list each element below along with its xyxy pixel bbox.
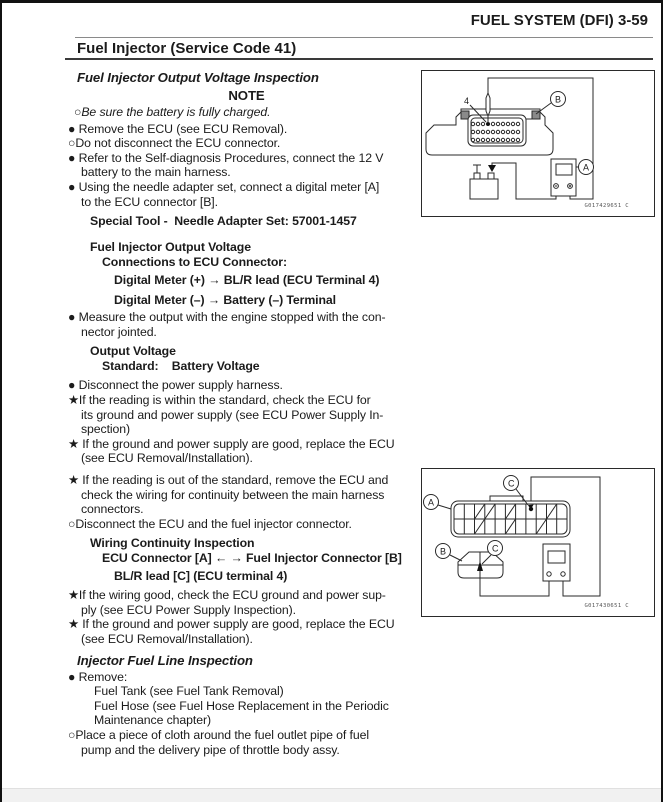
ecu-voltage-diagram: 4 B A G017429651 C bbox=[425, 77, 629, 209]
battery-terminal-pos bbox=[487, 172, 495, 180]
inspection1-title: Fuel Injector Output Voltage Inspection bbox=[77, 70, 319, 85]
label-b: B bbox=[555, 95, 561, 105]
meter-pos-terminal bbox=[567, 183, 573, 189]
spec-line: Digital Meter (–) → Battery (–) Terminal bbox=[114, 293, 336, 308]
connector-latch-left bbox=[460, 110, 470, 120]
spec-line: Fuel Injector Output Voltage bbox=[90, 240, 251, 255]
leader-arrowhead bbox=[528, 504, 534, 510]
meter-display bbox=[547, 550, 566, 564]
procedure-step: ★ If the ground and power supply are goo… bbox=[68, 617, 395, 647]
label-b: B bbox=[440, 547, 446, 557]
terminal-4-pin bbox=[486, 122, 490, 126]
continuity-diagram: A C B C G017430651 C bbox=[423, 475, 629, 609]
connector-latch-right bbox=[531, 110, 541, 120]
special-tool: Special Tool - Needle Adapter Set: 57001… bbox=[90, 214, 357, 229]
label-c-top-circle bbox=[503, 475, 519, 491]
spec-line: BL/R lead [C] (ECU terminal 4) bbox=[114, 569, 288, 584]
needle-adapter-probe bbox=[485, 91, 491, 118]
battery-terminal-neg bbox=[473, 172, 481, 180]
battery-clip bbox=[488, 165, 496, 172]
removal-items: Fuel Tank (see Fuel Tank Removal) Fuel H… bbox=[94, 684, 389, 728]
procedure-step: ○Place a piece of cloth around the fuel … bbox=[68, 728, 369, 757]
header-rule bbox=[75, 37, 653, 38]
plus-mark bbox=[568, 184, 572, 188]
label-c-bottom-leader bbox=[481, 554, 492, 565]
procedure-step: ● Remove the ECU (see ECU Removal). bbox=[68, 121, 288, 136]
spec-line: Standard: Battery Voltage bbox=[102, 359, 260, 374]
spec-line: Digital Meter (+) → BL/R lead (ECU Termi… bbox=[114, 273, 380, 288]
meter-right-wire bbox=[530, 476, 601, 597]
meter-left-wire bbox=[479, 571, 550, 597]
procedure-step: ★If the wiring good, check the ECU groun… bbox=[68, 588, 386, 617]
text-column: Fuel Injector Output Voltage Inspection … bbox=[68, 69, 446, 757]
note-heading: NOTE bbox=[228, 88, 265, 103]
spec-line: ECU Connector [A] ← → Fuel Injector Conn… bbox=[102, 551, 402, 566]
procedure-step: ★ If the ground and power supply are goo… bbox=[68, 436, 395, 466]
label-a: A bbox=[583, 163, 589, 173]
spec-line: Connections to ECU Connector: bbox=[102, 255, 287, 270]
procedure-step: ● Using the needle adapter set, connect … bbox=[68, 179, 380, 209]
figure-wiring-continuity: A C B C G017430651 C bbox=[421, 468, 655, 617]
meter-positive-wire bbox=[487, 77, 594, 200]
battery bbox=[469, 178, 499, 200]
label-a-circle bbox=[423, 494, 439, 510]
spec-line: Wiring Continuity Inspection bbox=[90, 536, 255, 551]
meter-right-terminal bbox=[560, 571, 566, 577]
battery-post bbox=[473, 164, 481, 173]
meter-negative-wire bbox=[491, 162, 557, 200]
label-a: A bbox=[428, 498, 434, 508]
figure1-code: G017429651 C bbox=[584, 203, 629, 209]
label-b-circle bbox=[550, 91, 566, 107]
meter-neg-terminal bbox=[553, 183, 559, 189]
procedure-step: ★ If the reading is out of the standard,… bbox=[68, 472, 389, 517]
section-title: Fuel Injector (Service Code 41) bbox=[77, 40, 297, 57]
procedure-step: ○Disconnect the ECU and the fuel injecto… bbox=[68, 516, 352, 531]
meter-display bbox=[555, 163, 573, 176]
pin-4-label: 4 bbox=[464, 96, 469, 106]
ecu-connector-inner bbox=[470, 117, 524, 144]
connector-grid bbox=[454, 503, 567, 535]
page-bottom-strip bbox=[2, 788, 661, 802]
note-text: ○Be sure the battery is fully charged. bbox=[74, 105, 271, 119]
procedure-step: ★If the reading is within the standard, … bbox=[68, 392, 384, 437]
section-rule bbox=[65, 58, 653, 60]
procedure-step: ● Remove: bbox=[68, 669, 128, 684]
meter-left-terminal bbox=[546, 571, 552, 577]
injector-probe bbox=[477, 561, 483, 571]
label-a-circle bbox=[578, 159, 594, 175]
label-b-leader bbox=[535, 102, 552, 115]
pin-4-leader bbox=[469, 104, 487, 123]
figure2-code: G017430651 C bbox=[584, 603, 629, 609]
inspection2-title: Injector Fuel Line Inspection bbox=[77, 652, 253, 668]
procedure-step: ● Refer to the Self-diagnosis Procedures… bbox=[68, 150, 384, 180]
connector-pins bbox=[470, 121, 521, 143]
label-c-top-leader bbox=[515, 488, 529, 506]
label-c-bottom-circle bbox=[487, 540, 503, 556]
label-b-circle bbox=[435, 543, 451, 559]
label-c-bottom: C bbox=[492, 544, 499, 554]
procedure-step: ● Measure the output with the engine sto… bbox=[68, 310, 386, 339]
page-header: FUEL SYSTEM (DFI) 3-59 bbox=[470, 12, 648, 29]
procedure-step: ● Disconnect the power supply harness. bbox=[68, 378, 283, 393]
label-a-leader bbox=[437, 504, 452, 510]
label-b-leader bbox=[449, 554, 463, 562]
spec-line: Output Voltage bbox=[90, 344, 176, 359]
label-c-top: C bbox=[508, 479, 515, 489]
figure-ecu-voltage-measurement: 4 B A G017429651 C bbox=[421, 70, 655, 217]
procedure-step: ○Do not disconnect the ECU connector. bbox=[68, 136, 281, 151]
